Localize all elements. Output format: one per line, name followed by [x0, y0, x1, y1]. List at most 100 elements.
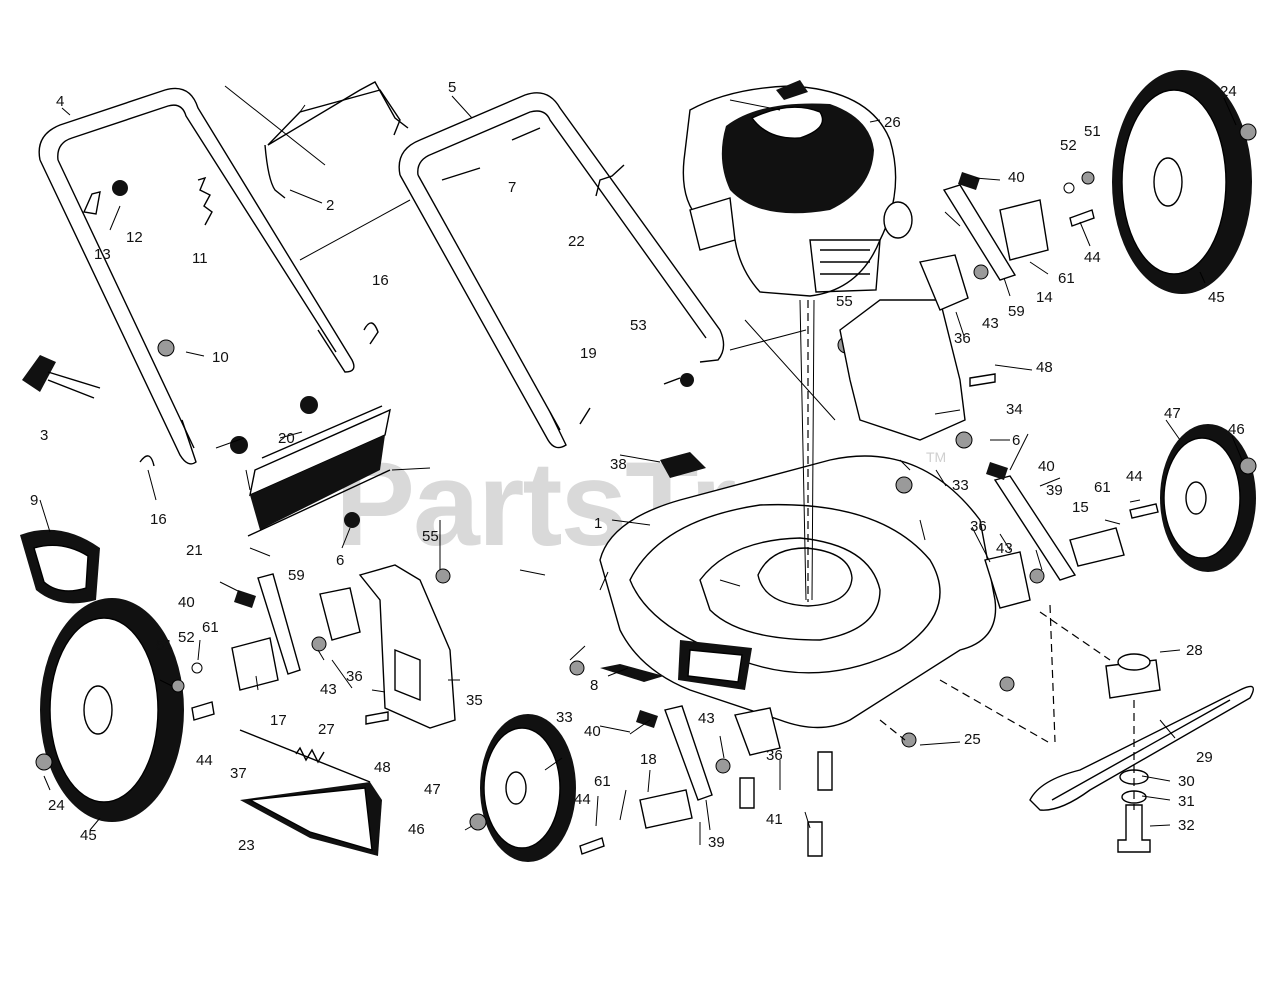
axle-plate-18[interactable] [639, 789, 693, 829]
adapter-hub [1117, 653, 1151, 671]
lower-handle[interactable] [398, 92, 725, 449]
front-wheel-left[interactable] [480, 714, 576, 862]
hubcap-46-left [469, 813, 487, 831]
callout-31: 31 [1178, 793, 1195, 810]
nut-6-right [955, 431, 973, 449]
bolt-44-b[interactable] [1129, 503, 1159, 519]
callout-14: 14 [1036, 289, 1053, 306]
callout-33-right: 33 [952, 477, 969, 494]
rear-door[interactable] [247, 405, 391, 537]
callout-51-right: 51 [1084, 123, 1101, 140]
lever-59-left[interactable] [257, 573, 301, 675]
bolt-48-right[interactable] [969, 373, 996, 387]
blade-29[interactable] [1029, 685, 1254, 811]
bracket-35-slot [394, 648, 421, 702]
callout-48-left: 48 [374, 759, 391, 776]
callout-37: 37 [230, 765, 247, 782]
callout-33-left: 33 [556, 709, 573, 726]
adjuster-36-a[interactable] [919, 254, 969, 311]
callout-7: 7 [508, 179, 516, 196]
callout-61-a: 61 [1058, 270, 1075, 287]
callout-16-top: 16 [372, 272, 389, 289]
callout-41: 41 [766, 811, 783, 828]
bolt-20-a[interactable] [300, 396, 318, 414]
engine-shaft-line [799, 299, 815, 601]
blade-29-edge [1051, 699, 1231, 801]
bolt-41-a[interactable] [817, 751, 833, 791]
callout-40-d: 40 [584, 723, 601, 740]
bolt-48-left[interactable] [365, 711, 389, 725]
washer-52-right [1063, 182, 1075, 194]
callout-39-right: 39 [1046, 482, 1063, 499]
spring-11 [197, 176, 213, 226]
nut-55-left [435, 568, 451, 584]
handle-cable [267, 89, 401, 146]
callout-6-right: 6 [1012, 432, 1020, 449]
nut-25-b [999, 676, 1015, 692]
nut-33-left [569, 660, 585, 676]
nut-10 [157, 339, 175, 357]
callout-35: 35 [466, 692, 483, 709]
spring-40-b [986, 462, 1008, 480]
callout-44-c: 44 [196, 752, 213, 769]
callout-1: 1 [594, 515, 602, 532]
bolt-44-c[interactable] [191, 701, 215, 721]
bolt-44-d[interactable] [579, 837, 605, 855]
adjuster-36-d[interactable] [734, 707, 781, 756]
callout-40-c: 40 [178, 594, 195, 611]
height-bracket-34[interactable] [839, 299, 966, 441]
nut-43-a [973, 264, 989, 280]
axle-plate-17[interactable] [231, 637, 279, 691]
rear-wheel-right[interactable] [1112, 70, 1252, 294]
bag-frame-9[interactable] [20, 529, 100, 604]
callout-13: 13 [94, 246, 111, 263]
callout-23: 23 [238, 837, 255, 854]
callout-36-a: 36 [954, 330, 971, 347]
nut-43-c [311, 636, 327, 652]
engine[interactable] [682, 80, 913, 297]
callout-44-b: 44 [1126, 468, 1143, 485]
rear-wheel-left[interactable] [40, 598, 184, 822]
front-wheel-right[interactable] [1160, 424, 1256, 572]
bolt-44-a[interactable] [1069, 209, 1095, 227]
axle-plate-14[interactable] [999, 199, 1049, 261]
callout-25: 25 [964, 731, 981, 748]
control-bail[interactable] [264, 81, 409, 199]
callout-47-left: 47 [424, 781, 441, 798]
adjuster-36-b[interactable] [984, 551, 1031, 609]
lever-39-right[interactable] [993, 475, 1077, 581]
callout-52-right: 52 [1060, 137, 1077, 154]
callout-61-b: 61 [1094, 479, 1111, 496]
nut-43-b [1029, 568, 1045, 584]
bolt-41-b[interactable] [739, 777, 755, 809]
lever-59-right[interactable] [942, 184, 1017, 281]
callout-47-right: 47 [1164, 405, 1181, 422]
cable-tie-53 [680, 373, 694, 387]
callout-48-right: 48 [1036, 359, 1053, 376]
callout-53: 53 [630, 317, 647, 334]
lever-39-left[interactable] [664, 705, 713, 801]
upper-handle[interactable] [38, 87, 355, 465]
callout-16-bottom: 16 [150, 511, 167, 528]
lock-knob-12[interactable] [112, 180, 128, 196]
adjuster-36-c[interactable] [319, 587, 361, 641]
bolt-7[interactable] [441, 127, 541, 181]
callout-32: 32 [1178, 817, 1195, 834]
blade-bolt-32[interactable] [1117, 804, 1151, 853]
hubcap-46-right [1239, 457, 1257, 475]
washer-51-left [171, 679, 185, 693]
handle-knob[interactable] [22, 355, 101, 399]
callout-24-right: 24 [1220, 83, 1237, 100]
axle-plate-15[interactable] [1069, 527, 1125, 567]
callout-17: 17 [270, 712, 287, 729]
mower-deck[interactable] [599, 455, 997, 729]
nut-6-left [344, 512, 360, 528]
callout-43-d: 43 [698, 710, 715, 727]
bolt-41-c[interactable] [807, 821, 823, 857]
bolt-20-b[interactable] [230, 436, 248, 454]
callout-21: 21 [186, 542, 203, 559]
rear-guard-23-face [247, 787, 373, 851]
spring-40-d [636, 710, 658, 728]
height-bracket-35[interactable] [358, 564, 456, 729]
leader-bail [224, 85, 326, 166]
